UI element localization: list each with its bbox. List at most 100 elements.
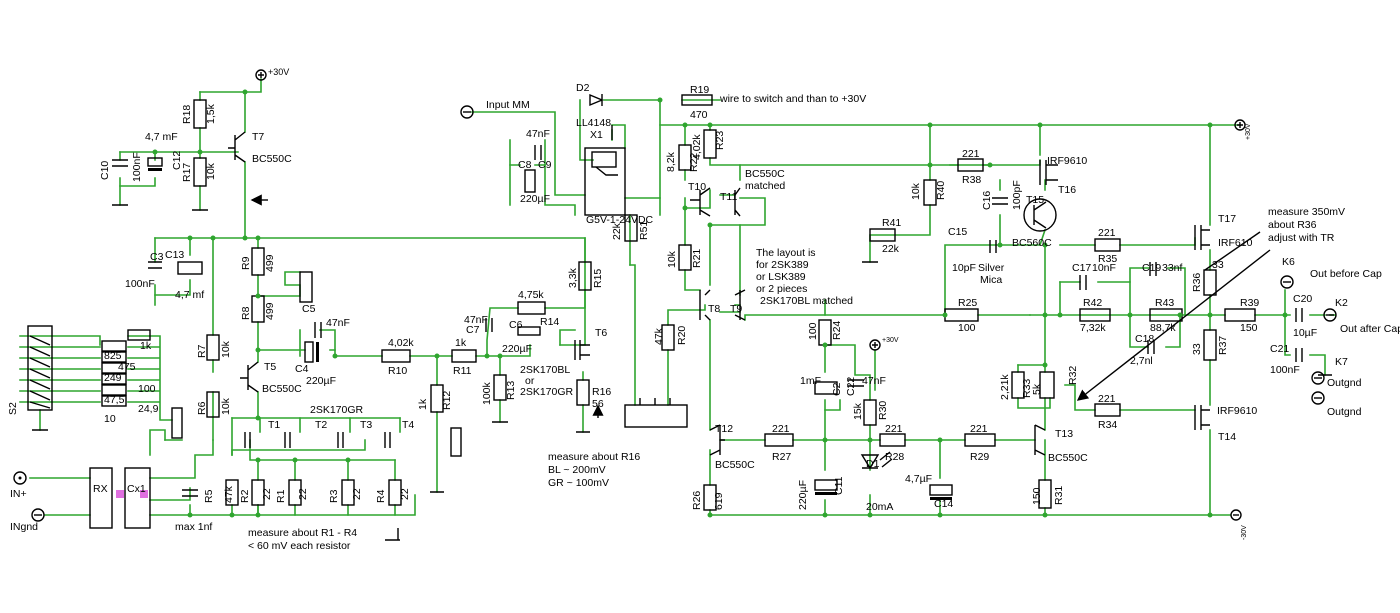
label-r28v: 221 xyxy=(885,423,903,435)
label-r2: R2 xyxy=(239,489,251,503)
label-r40v: 10k xyxy=(910,182,922,200)
label-r19v: 470 xyxy=(690,109,708,121)
label-c6: C6 xyxy=(509,319,523,331)
label-c8: C8 xyxy=(518,159,532,171)
label-t10: T10 xyxy=(688,181,706,193)
label-c15: C15 xyxy=(948,226,967,238)
label-c22: C22 xyxy=(845,377,857,396)
label-c21: C21 xyxy=(1270,343,1289,355)
label-r28: R28 xyxy=(885,451,904,463)
label-c15v: 10pF xyxy=(952,262,976,274)
label-c7: C7 xyxy=(466,324,480,336)
note: 2SK170BL matched xyxy=(760,295,853,307)
input-mm-label: Input MM xyxy=(486,99,530,111)
label-t7: T7 xyxy=(252,131,264,143)
label-d2-type: LL4148 xyxy=(576,117,611,129)
label-r34: R34 xyxy=(1098,419,1117,431)
label-d1: D1 xyxy=(866,458,880,470)
label-r3v: 22 xyxy=(351,488,363,500)
note: < 60 mV each resistor xyxy=(248,540,351,552)
label-t6-or: or xyxy=(525,375,535,387)
label-c20v: 10µF xyxy=(1293,327,1317,339)
label-r17: R17 xyxy=(181,163,193,182)
label-r20: R20 xyxy=(676,326,688,345)
label-r13v: 100k xyxy=(481,381,493,405)
power-label: +30V xyxy=(1245,123,1252,140)
label-r41v: 22k xyxy=(882,243,900,255)
label-c12: C12 xyxy=(171,151,183,170)
label-r31v: 150 xyxy=(1031,487,1043,505)
label-t15-type: BC560C xyxy=(1012,237,1052,249)
label-t5-type: BC550C xyxy=(262,383,302,395)
label-r2v: 22 xyxy=(261,488,273,500)
relay-label: X1 xyxy=(590,129,603,141)
label-r51: R51 xyxy=(638,221,650,240)
label-r30: R30 xyxy=(877,401,889,420)
label-c10: C10 xyxy=(99,161,111,180)
label-r7v: 10k xyxy=(220,340,232,358)
label-c2v: 1mF xyxy=(800,375,821,387)
in-gnd-label: INgnd xyxy=(10,521,38,533)
label-r38: R38 xyxy=(962,174,981,186)
label-r1: R1 xyxy=(275,489,287,503)
label-r22: R22 xyxy=(688,153,700,172)
label-c10v: 100nF xyxy=(131,152,143,182)
label-t14: T14 xyxy=(1218,431,1236,443)
k6-label: K6 xyxy=(1282,256,1295,268)
label-r19: R19 xyxy=(690,84,709,96)
label-t15: T15 xyxy=(1026,194,1044,206)
label-c18v: 2,7nl xyxy=(1130,355,1153,367)
rx-label: RX xyxy=(93,483,108,495)
symbols xyxy=(13,69,1337,541)
label-c13v: 4,7 mf xyxy=(175,289,204,301)
cx1-label: Cx1 xyxy=(127,483,146,495)
label-r11: R11 xyxy=(453,365,472,377)
label-r36v: 33 xyxy=(1212,259,1224,271)
junctions xyxy=(152,89,1288,518)
label-c2: C2 xyxy=(831,382,843,396)
label-r25: R25 xyxy=(958,297,977,309)
label-t7-type: BC550C xyxy=(252,153,292,165)
label-r9v: 499 xyxy=(264,254,276,272)
label-r27v: 221 xyxy=(772,423,790,435)
label-t13-type: BC550C xyxy=(1048,452,1088,464)
switch-value: 100 xyxy=(138,383,156,395)
label-r6v: 10k xyxy=(220,397,232,415)
label-c12v: 4,7 mF xyxy=(145,131,178,143)
relay-type-label: G5V-1-24VDC xyxy=(586,214,654,226)
label-c16: C16 xyxy=(981,191,993,210)
label-c14v: 4,7µF xyxy=(905,473,932,485)
label-r27: R27 xyxy=(772,451,791,463)
power-label: -30V xyxy=(1241,525,1248,540)
label-r6: R6 xyxy=(196,401,208,415)
label-c5v: 47nF xyxy=(326,317,350,329)
note: about R36 xyxy=(1268,219,1317,231)
label-t17: T17 xyxy=(1218,213,1236,225)
label-t6-type2: 2SK170GR xyxy=(520,386,574,398)
note: BL ~ 200mV xyxy=(548,464,606,476)
label-c14: C14 xyxy=(934,498,953,510)
note: measure 350mV xyxy=(1268,206,1345,218)
label-c19: C19 xyxy=(1142,262,1161,274)
label-r38v: 221 xyxy=(962,148,980,160)
out-before-label: Out before Cap xyxy=(1310,268,1382,280)
label-r29: R29 xyxy=(970,451,989,463)
label-t5: T5 xyxy=(264,361,276,373)
label-c15t1: Silver xyxy=(978,262,1005,274)
label-r33v: 2,21k xyxy=(999,374,1011,400)
label-t10-11-type2: matched xyxy=(745,180,785,192)
label-r10: R10 xyxy=(388,365,407,377)
label-t8: T8 xyxy=(708,303,720,315)
out-after-label: Out after Cap xyxy=(1340,323,1400,335)
label-r12: R12 xyxy=(441,391,453,410)
label-c15t2: Mica xyxy=(980,274,1002,286)
label-r24: R24 xyxy=(831,321,843,340)
in-plus-label: IN+ xyxy=(10,488,27,500)
k7-label: K7 xyxy=(1335,356,1348,368)
t7-symbol xyxy=(228,131,246,163)
switch-value: 47,5 xyxy=(104,394,125,406)
label-r42: R42 xyxy=(1083,297,1102,309)
label-c18: C18 xyxy=(1135,333,1154,345)
outgnd-label: Outgnd xyxy=(1327,377,1362,389)
